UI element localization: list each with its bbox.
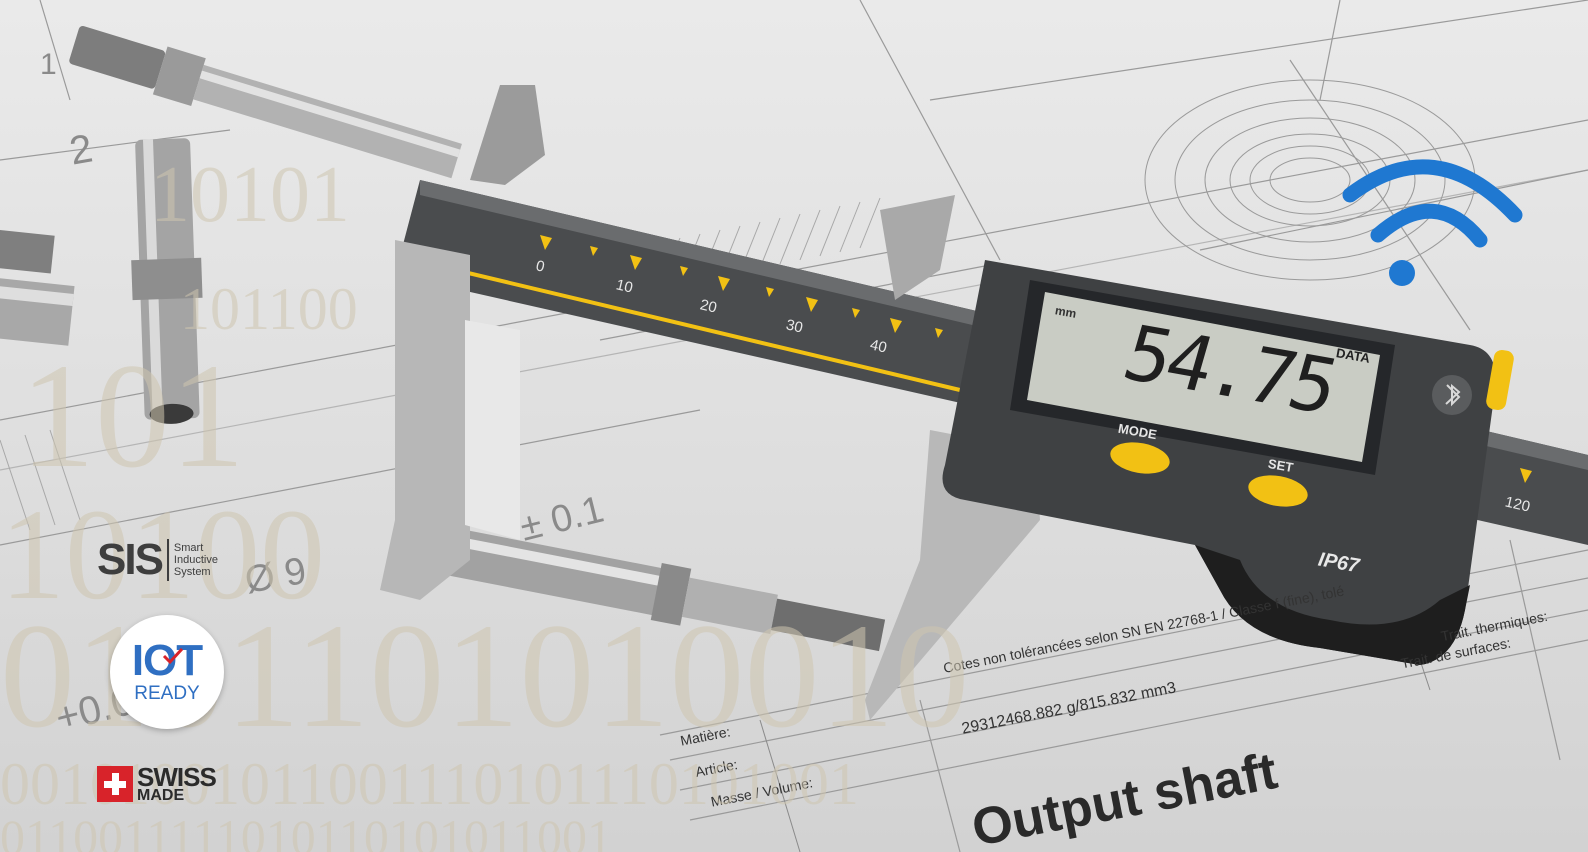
- sis-subtitle-line-3: System: [173, 566, 211, 578]
- shaft-parts: [0, 25, 886, 652]
- binary-text-3: 101: [20, 333, 245, 499]
- swiss-made-badge: SWISS MADE: [97, 762, 217, 804]
- dimension-label-1: 1: [40, 48, 57, 81]
- iot-subtitle: READY: [134, 683, 200, 704]
- iot-ready-badge: IOT READY: [110, 615, 224, 729]
- bluetooth-icon: [1445, 383, 1461, 407]
- digital-caliper: [380, 85, 1588, 720]
- wifi-icon: [1342, 159, 1523, 286]
- sis-subtitle-line-2: Inductive: [173, 554, 218, 566]
- binary-text-6: 00101001011001110101110101001: [0, 751, 859, 817]
- sis-logo-text: SIS: [97, 535, 164, 584]
- sis-badge: SIS Smart Inductive System: [97, 535, 218, 585]
- swiss-flag-icon: [97, 766, 133, 802]
- sis-divider: [166, 539, 169, 581]
- swiss-made-text: SWISS MADE: [137, 762, 217, 804]
- sis-subtitle-line-1: Smart: [173, 542, 204, 554]
- made-word: MADE: [137, 787, 185, 804]
- binary-text-4: 10100: [0, 483, 325, 627]
- sis-subtitle: Smart Inductive System: [174, 542, 218, 578]
- binary-text-2: 101100: [180, 276, 358, 342]
- binary-text-7: 0110011111010110101011001: [0, 809, 613, 852]
- binary-text-1: 10101: [150, 151, 350, 239]
- iot-check-icon: [162, 647, 184, 665]
- swiss-word: SWISS: [137, 762, 217, 792]
